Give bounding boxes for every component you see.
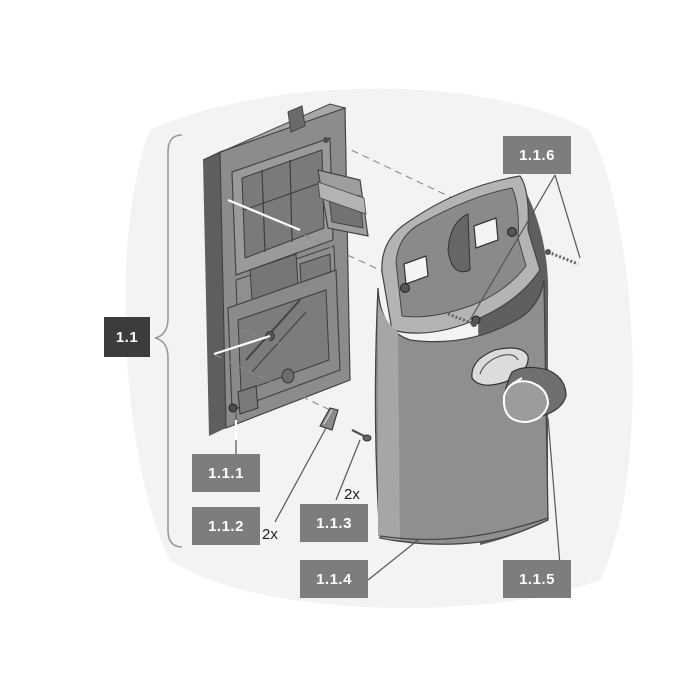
quantity-1-1-3: 2x <box>344 486 360 503</box>
clip-part <box>319 407 339 431</box>
small-screw-part <box>351 429 372 442</box>
quantity-1-1-2: 2x <box>262 526 278 543</box>
screw-center <box>447 312 477 327</box>
label-1-1-6: 1.1.6 <box>503 136 571 174</box>
leader-lines <box>235 174 581 581</box>
assembly-guide-lines <box>214 139 483 411</box>
back-mounting-plate <box>202 103 369 436</box>
label-1-1-5: 1.1.5 <box>503 560 571 598</box>
leader-1-1-2 <box>274 427 327 523</box>
solid-guide-lines <box>213 198 301 356</box>
label-1-1-3: 1.1.3 <box>300 504 368 542</box>
leader-1-1-6-a <box>554 174 581 259</box>
leader-1-1-4 <box>367 539 419 581</box>
leader-1-1-6-b <box>469 174 556 321</box>
front-cover <box>374 175 549 545</box>
label-1-1-4: 1.1.4 <box>300 560 368 598</box>
screw-right <box>545 249 579 266</box>
cover-screws <box>447 249 579 327</box>
leader-1-1-3 <box>335 439 361 501</box>
label-1-1-1: 1.1.1 <box>192 454 260 492</box>
label-1-1-2: 1.1.2 <box>192 507 260 545</box>
knob-cap <box>503 366 567 424</box>
leader-1-1-5 <box>547 417 561 566</box>
label-1-1: 1.1 <box>104 317 150 357</box>
group-bracket-1-1 <box>154 134 183 548</box>
